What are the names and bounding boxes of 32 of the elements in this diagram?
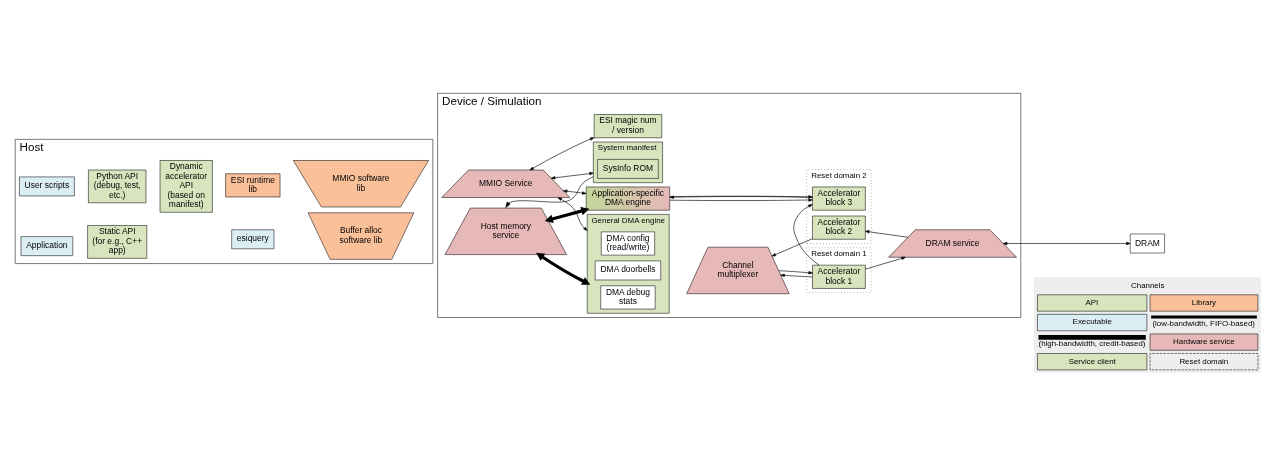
arrow <box>563 189 587 195</box>
arrow <box>778 269 813 274</box>
arrow <box>669 197 813 202</box>
arrow <box>544 206 590 223</box>
arrow <box>536 252 591 285</box>
node-box: DMA doorbells <box>594 260 661 280</box>
node-box: Accelerator block 1 <box>812 264 866 289</box>
arrow <box>780 273 813 277</box>
node-box: esiquery <box>231 229 275 249</box>
node-box: Application <box>20 235 74 256</box>
node-box: Python API (debug, test, etc.) <box>88 169 147 203</box>
node-box: ESI runtime lib <box>225 172 281 197</box>
arrow <box>529 136 595 170</box>
arrow <box>550 171 594 179</box>
node-box: DRAM <box>1129 233 1165 253</box>
node-box: DMA config (read/write) <box>601 231 655 255</box>
arrow <box>865 256 906 269</box>
node-box: ESI magic num / version <box>593 113 663 138</box>
node-box: SysInfo ROM <box>597 158 659 179</box>
node-box: User scripts <box>19 176 75 196</box>
node-box: Accelerator block 2 <box>812 215 866 240</box>
node-box: Application-specific DMA engine <box>585 186 670 210</box>
node-box: Accelerator block 3 <box>812 186 866 210</box>
arrow <box>1002 241 1131 245</box>
arrow <box>771 238 813 256</box>
arrow <box>557 196 588 231</box>
node-box: Dynamic accelerator API (based on manifest) <box>159 159 213 213</box>
arrow <box>865 229 909 238</box>
arrow <box>793 203 820 265</box>
node-box: Static API (for e.g., C++ app) <box>87 224 148 259</box>
node-box: DMA debug stats <box>600 285 656 309</box>
arrow <box>505 175 594 208</box>
